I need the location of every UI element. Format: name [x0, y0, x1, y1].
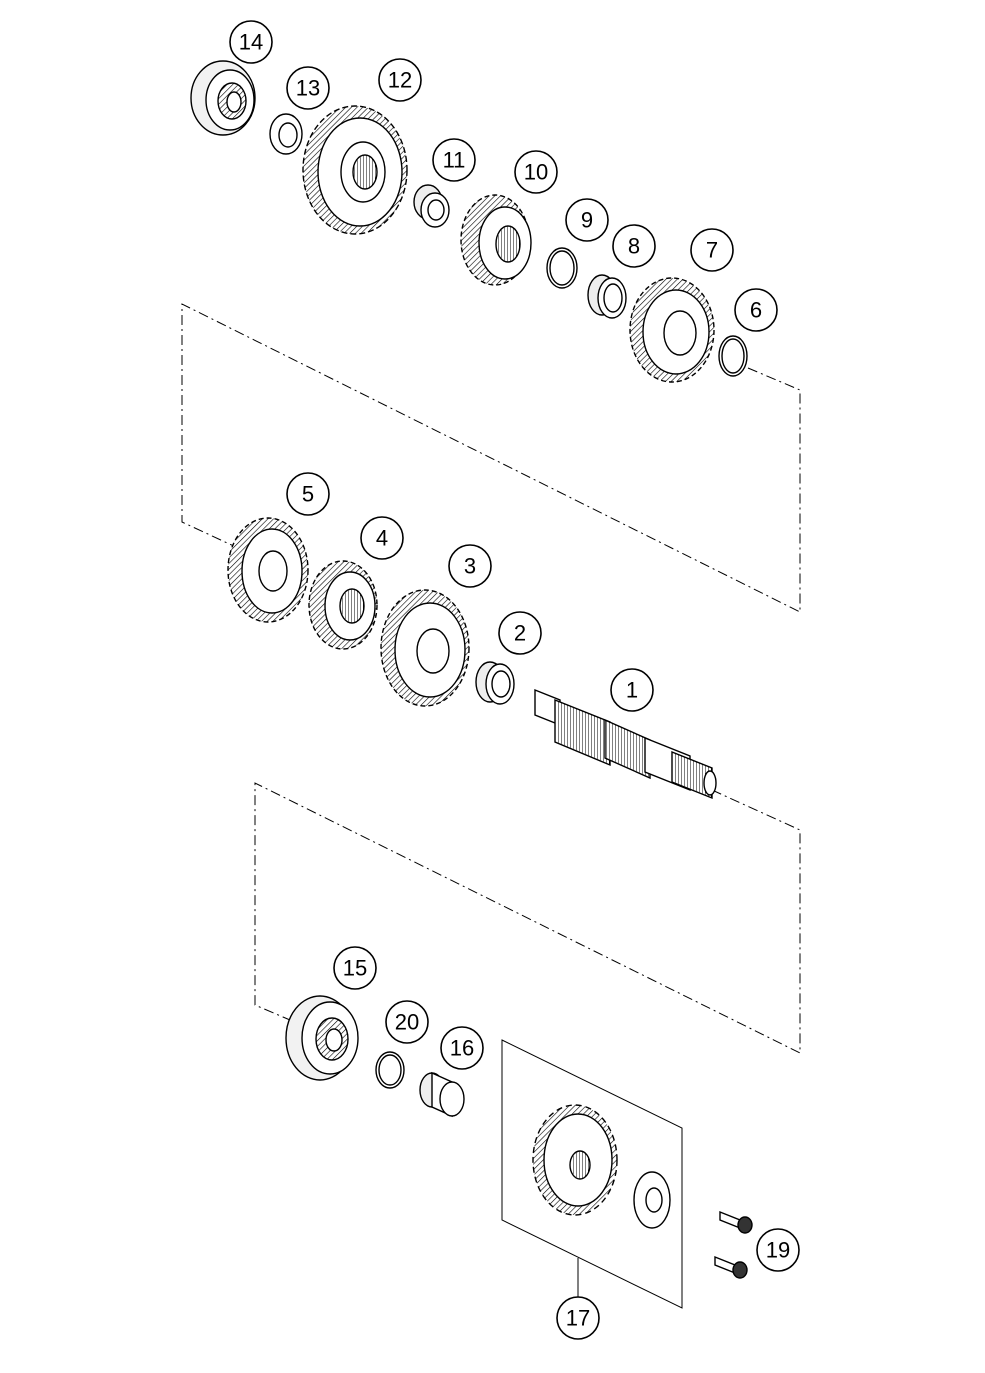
gear-part-12	[302, 105, 408, 235]
callout-15: 15	[333, 946, 377, 990]
callout-label: 9	[581, 208, 593, 233]
lock-plate-part-17	[633, 1171, 671, 1229]
bushing-part-2	[475, 661, 515, 705]
assembly-guide-upper	[181, 303, 801, 613]
callout-label: 3	[464, 554, 476, 579]
bushing-part-8	[587, 274, 627, 319]
callout-3: 3	[448, 544, 492, 588]
bearing-part-14	[190, 60, 256, 136]
callout-10: 10	[514, 150, 558, 194]
callout-2: 2	[498, 611, 542, 655]
bushing-part-11	[413, 184, 450, 228]
sprocket-kit-frame	[501, 1039, 683, 1309]
sleeve-part-16	[419, 1071, 465, 1118]
ring-part-6	[718, 335, 748, 377]
callout-label: 13	[296, 76, 320, 101]
callout-label: 1	[626, 678, 638, 703]
screw-part-19-upper	[719, 1210, 753, 1234]
screw-part-19-lower	[714, 1255, 748, 1279]
callout-label: 5	[302, 482, 314, 507]
callout-label: 2	[514, 621, 526, 646]
callout-label: 14	[239, 30, 263, 55]
callout-label: 16	[450, 1036, 474, 1061]
callout-11: 11	[432, 138, 476, 182]
callout-label: 11	[443, 148, 466, 173]
callout-4: 4	[360, 516, 404, 560]
gear-part-3	[380, 589, 470, 707]
bearing-part-15	[285, 995, 359, 1081]
washer-part-13	[269, 113, 303, 155]
callout-5: 5	[286, 472, 330, 516]
sprocket-part-17	[532, 1104, 618, 1216]
callout-label: 4	[376, 526, 388, 551]
callout-20: 20	[385, 1000, 429, 1044]
callout-8: 8	[612, 224, 656, 268]
circlip-part-9	[546, 247, 578, 289]
callout-label: 6	[750, 298, 762, 323]
gear-part-7	[629, 277, 715, 383]
callout-6: 6	[734, 288, 778, 332]
callout-17: 17	[556, 1296, 600, 1340]
callout-9: 9	[565, 198, 609, 242]
callout-16: 16	[440, 1026, 484, 1070]
callout-13: 13	[286, 66, 330, 110]
callout-19: 19	[756, 1228, 800, 1272]
callout-label: 10	[524, 160, 548, 185]
gear-part-10	[460, 194, 532, 286]
assembly-guide-lower	[254, 782, 801, 1054]
callout-12: 12	[378, 58, 422, 102]
callout-label: 12	[388, 68, 412, 93]
callout-14: 14	[229, 20, 273, 64]
main-shaft-part-1	[534, 688, 717, 800]
gear-part-5	[227, 517, 309, 623]
callout-label: 15	[343, 956, 367, 981]
callout-label: 19	[766, 1238, 790, 1263]
callout-7: 7	[690, 228, 734, 272]
callout-label: 17	[566, 1306, 590, 1331]
callout-label: 8	[628, 234, 640, 259]
callout-label: 20	[395, 1010, 419, 1035]
ring-part-20	[375, 1051, 405, 1089]
callout-label: 7	[706, 238, 718, 263]
callout-1: 1	[610, 668, 654, 712]
gear-part-4	[308, 560, 378, 650]
